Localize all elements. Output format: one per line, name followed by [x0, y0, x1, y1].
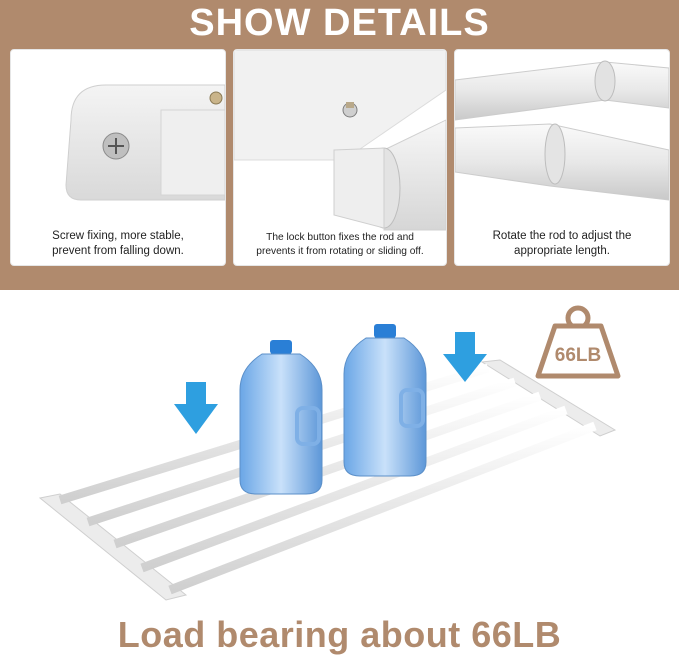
screw-bracket-image [11, 50, 225, 220]
rack-bracket-left [38, 493, 188, 601]
panel-caption: Screw fixing, more stable, prevent from … [52, 230, 184, 257]
product-scene: 66LB [38, 305, 621, 601]
down-arrow-icon [443, 332, 487, 382]
detail-panel-lock: The lock button fixes the rod and preven… [233, 49, 447, 266]
lock-button-image [234, 50, 446, 231]
detail-panel-rotate: Rotate the rod to adjust the appropriate… [454, 49, 670, 266]
panel-caption: Rotate the rod to adjust the appropriate… [492, 230, 632, 257]
adjustable-rod-image [455, 60, 669, 201]
panel-caption: The lock button fixes the rod and preven… [256, 232, 424, 257]
water-bottle-icon [239, 340, 323, 495]
section-title: SHOW DETAILS [189, 2, 490, 44]
load-bearing-title: Load bearing about 66LB [117, 614, 562, 655]
detail-panel-screw: Screw fixing, more stable, prevent from … [10, 49, 226, 266]
rack-rods [58, 363, 597, 595]
down-arrow-icon [174, 382, 218, 434]
weight-label: 66LB [555, 345, 601, 366]
weight-icon [535, 305, 621, 379]
water-bottle-icon [343, 324, 427, 477]
